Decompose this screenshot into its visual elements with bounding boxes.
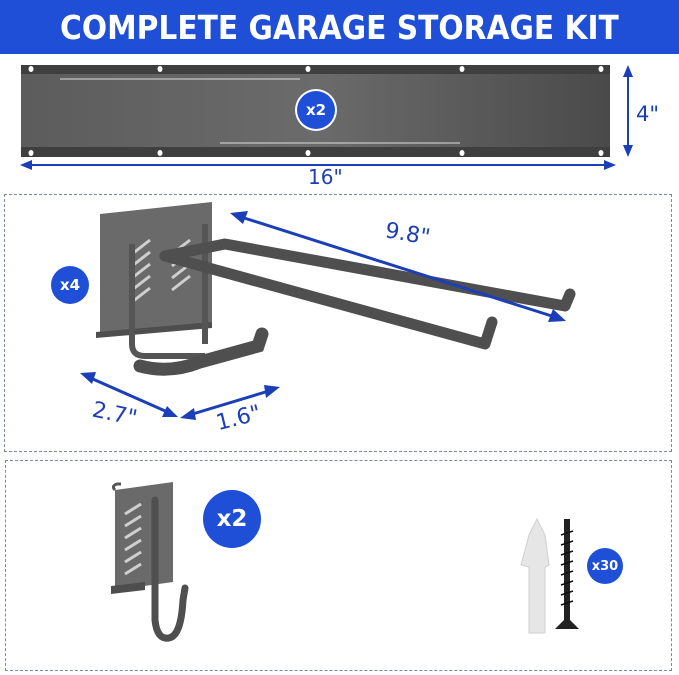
double-hook-image (80, 202, 576, 420)
rail-length-label: 16" (308, 165, 343, 189)
rail-quantity-badge: x2 (297, 91, 335, 129)
accessories-panel (5, 460, 672, 671)
j-hook-quantity-badge: x2 (203, 490, 261, 548)
double-hook-panel (4, 194, 672, 452)
screw-icon (555, 519, 579, 629)
page-title: COMPLETE GARAGE STORAGE KIT (60, 7, 619, 47)
hardware-quantity-badge: x30 (587, 548, 623, 584)
header-banner: COMPLETE GARAGE STORAGE KIT (0, 0, 679, 54)
rail-image (20, 65, 633, 170)
double-hook-quantity-badge: x4 (51, 266, 89, 304)
wall-anchor-icon (520, 517, 550, 634)
rail-section: x2 16" 4" (0, 55, 679, 189)
rail-height-label: 4" (636, 102, 660, 126)
anchor-screw-image (520, 517, 579, 634)
j-hook-image (111, 482, 189, 642)
